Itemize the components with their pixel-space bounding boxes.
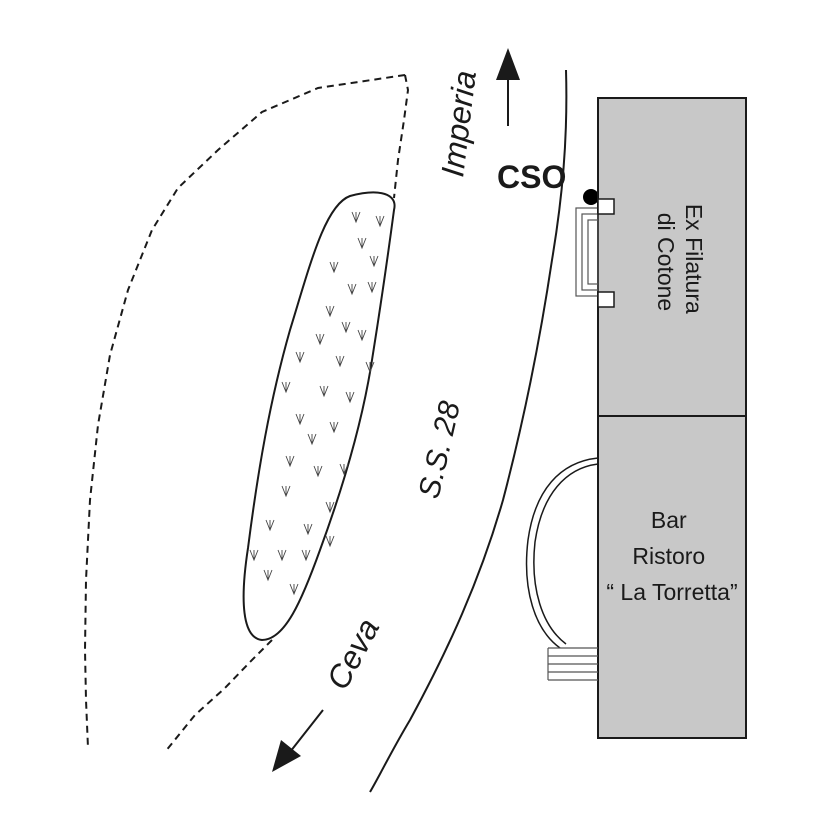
grass-tuft-icon (339, 463, 349, 476)
grass-tuft-icon (369, 255, 379, 268)
imperia-label: Imperia (434, 69, 483, 179)
dashed-boundary-right (393, 74, 410, 199)
grass-tuft-icon (367, 281, 377, 294)
cso-station-dot (583, 189, 599, 205)
ceva-label: Ceva (319, 612, 386, 695)
grass-tuft-icon (265, 519, 275, 532)
grass-tuft-icon (325, 305, 335, 318)
grass-tuft-icon (319, 385, 329, 398)
dashed-boundary-upper (83, 74, 406, 749)
grass-tuft-icon (295, 413, 305, 426)
grass-tuft-icon (307, 433, 317, 446)
filatura-door-bottom (597, 291, 615, 308)
grass-tuft-icon (347, 283, 357, 296)
cso-station-label: CSO (497, 159, 566, 195)
grass-tuft-icon (341, 321, 351, 334)
grass-tuft-icon (277, 549, 287, 562)
bar-label-line-3: “ La Torretta” (606, 579, 737, 605)
road-edge-line (369, 69, 568, 793)
grass-tuft-icon (313, 465, 323, 478)
grass-tuft-icon (329, 421, 339, 434)
grass-tuft-icon (345, 391, 355, 404)
road-label: S.S. 28 (413, 398, 467, 502)
filatura-door-top (597, 198, 615, 215)
grass-tuft-icon (281, 381, 291, 394)
bar-label-line-2: Ristoro (632, 543, 705, 569)
grass-tuft-icon (357, 329, 367, 342)
grass-tuft-icon (249, 549, 259, 562)
grass-tuft-icon (357, 237, 367, 250)
vegetation-island (242, 191, 396, 642)
driveway-inner (533, 463, 599, 645)
grass-tuft-icon (295, 351, 305, 364)
filatura-label-line-2: di Cotone (653, 213, 679, 311)
grass-tuft-icon (329, 261, 339, 274)
bar-label-line-1: Bar (651, 507, 687, 533)
bar-label: Bar Ristoro “ La Torretta” (606, 507, 737, 605)
vegetation-tufts (249, 211, 385, 596)
grass-tuft-icon (335, 355, 345, 368)
grass-tuft-icon (325, 535, 335, 548)
filatura-label-line-1: Ex Filatura (681, 204, 707, 314)
bar-building (597, 415, 747, 739)
driveway-outer (525, 457, 599, 649)
filatura-building (597, 97, 747, 417)
bar-steps (547, 647, 598, 681)
grass-tuft-icon (303, 523, 313, 536)
grass-tuft-icon (301, 549, 311, 562)
grass-tuft-icon (281, 485, 291, 498)
arrow-icon-north (496, 48, 520, 126)
arrow-icon-south (272, 709, 324, 772)
dashed-boundary-lower (164, 639, 273, 753)
grass-tuft-icon (365, 361, 375, 374)
grass-tuft-icon (375, 215, 385, 228)
grass-tuft-icon (263, 569, 273, 582)
grass-tuft-icon (315, 333, 325, 346)
filatura-entrance (575, 207, 599, 297)
grass-tuft-icon (289, 583, 299, 596)
filatura-label: Ex Filatura di Cotone (653, 204, 707, 320)
grass-tuft-icon (325, 501, 335, 514)
grass-tuft-icon (285, 455, 295, 468)
grass-tuft-icon (351, 211, 361, 224)
